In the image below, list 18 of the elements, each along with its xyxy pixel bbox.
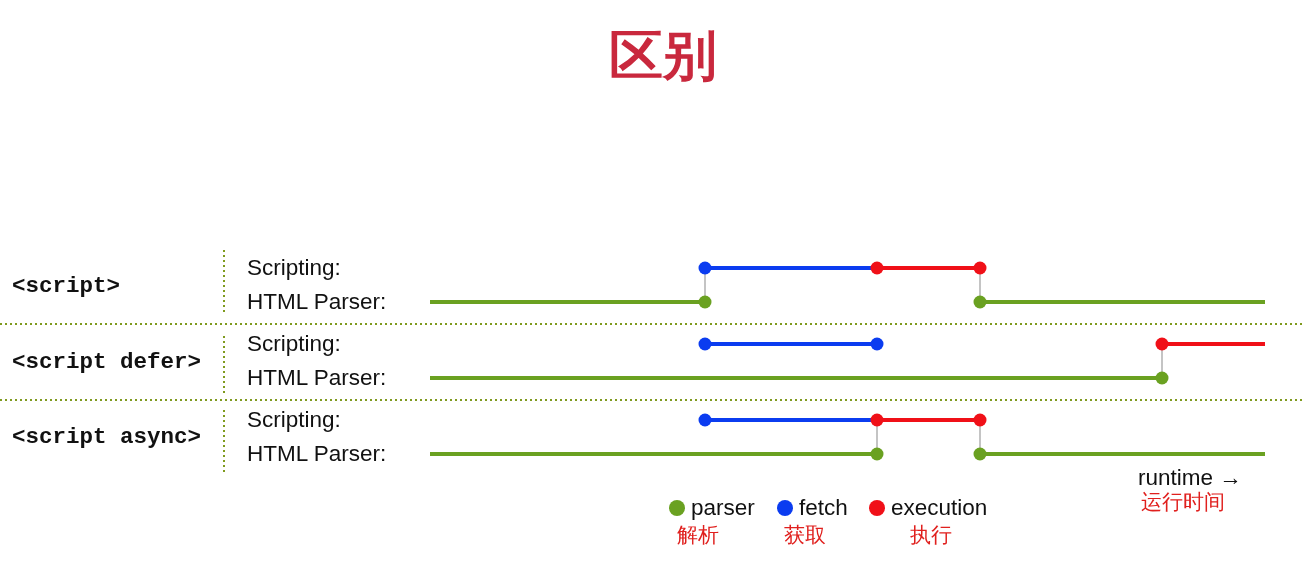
lane-label: Scripting: [247, 407, 341, 433]
legend-label: fetch [799, 495, 848, 521]
lane-label: Scripting: [247, 255, 341, 281]
lane-label: HTML Parser: [247, 289, 387, 315]
legend-translation: 执行 [910, 522, 952, 548]
lane-label: Scripting: [247, 331, 341, 357]
row-heading: <script defer> [12, 350, 202, 376]
legend-translation: 解析 [677, 522, 719, 548]
legend-label: parser [691, 495, 755, 521]
legend-label: execution [891, 495, 988, 521]
row-heading: <script async> [12, 425, 202, 451]
legend-translation: 获取 [784, 522, 826, 548]
axis-translation: 运行时间 [1141, 489, 1225, 515]
row-heading: <script> [12, 274, 121, 300]
axis-label: runtime → [1138, 465, 1242, 491]
lane-label: HTML Parser: [247, 365, 387, 391]
lane-label: HTML Parser: [247, 441, 387, 467]
title: 区别 [609, 23, 717, 87]
